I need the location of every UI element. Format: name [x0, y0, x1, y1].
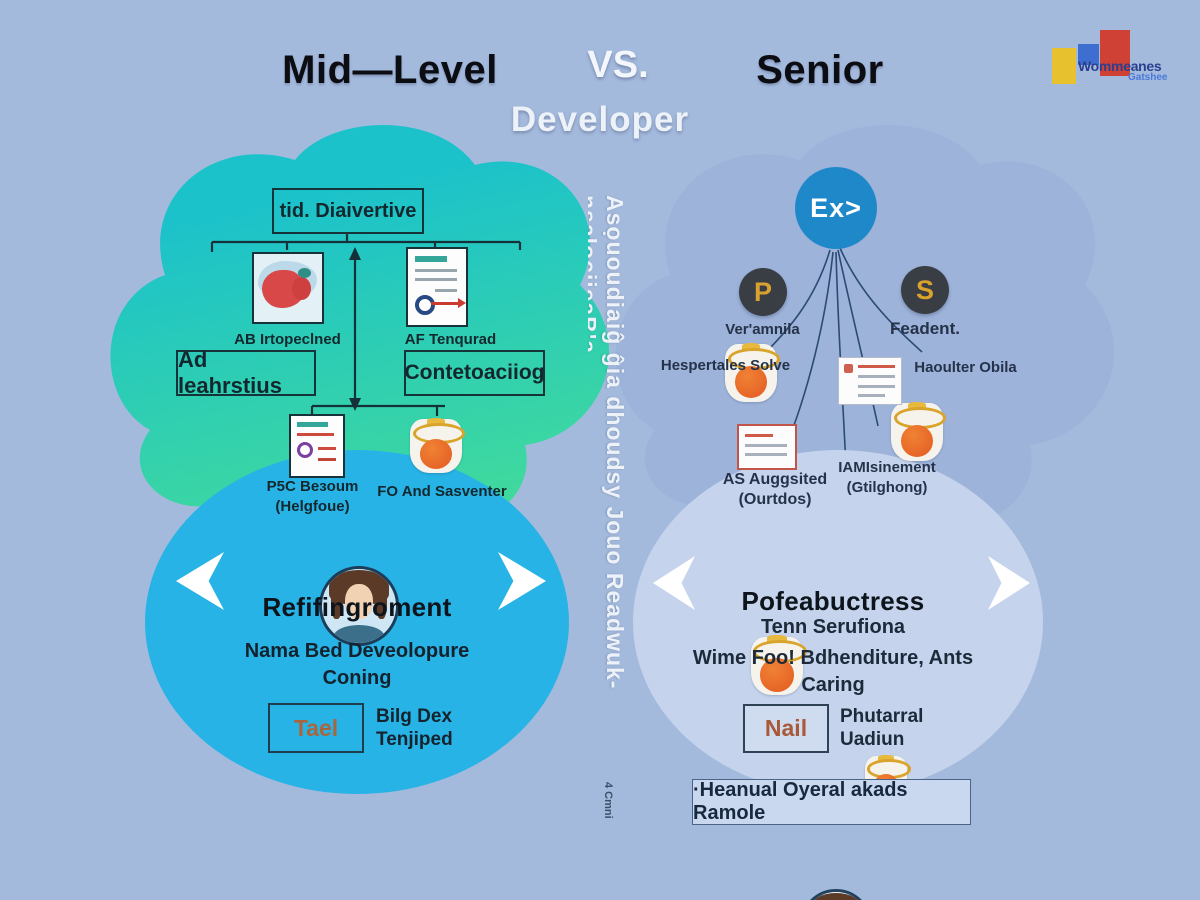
- right-tag-box: Nail: [743, 704, 829, 753]
- left-box1: Ad leahrstius: [176, 347, 316, 398]
- left-icon3-label-line1: P5C Beзoum: [266, 478, 359, 495]
- brain-icon: [252, 252, 324, 324]
- title-vs: VS.: [587, 44, 649, 86]
- left-root-box: tid. Diaivertive: [272, 188, 424, 234]
- brand-logo: Wommeanes Gatshee: [1045, 28, 1195, 90]
- right-panel-desc2: Caring: [801, 674, 865, 696]
- right-panel-subtitle: Tenn Serufiona: [760, 616, 906, 638]
- title-mid-level: Mid—Level: [282, 48, 498, 92]
- right-s-label: Feadent.: [890, 319, 960, 338]
- right-icon-b-label2: (Gtilghong): [846, 479, 928, 496]
- right-tag-caption1: Phutarral: [840, 706, 924, 727]
- right-panel-shape: [633, 450, 1043, 794]
- right-icon-a-label2: (Ourtdos): [738, 491, 812, 508]
- right-p-label: Ver'amnila: [725, 321, 800, 338]
- left-icon4-label: FO And Sasventer: [377, 483, 507, 500]
- left-tag-caption1: Bilg Dex: [376, 706, 453, 727]
- right-icon-a-label1: AS Auggsited: [722, 471, 828, 488]
- avatar-mid-level: [319, 566, 399, 646]
- right-footer-box: ·Heanual Oyeral akads Ramole: [692, 779, 971, 825]
- trophy-icon-right: [888, 401, 947, 463]
- left-panel-desc1: Nama Bed Deveolopure: [244, 640, 470, 662]
- left-panel-desc2: Coning: [322, 667, 392, 689]
- document-checklist-icon: [406, 247, 468, 327]
- left-icon1-label: AB Irtopeclned: [234, 331, 341, 348]
- trophy-icon-left: [722, 342, 781, 404]
- left-box2: Contetoaciiog: [404, 350, 545, 396]
- right-panel-title: Pofeabuctress: [741, 586, 925, 616]
- left-tag-caption2: Tenjiped: [376, 729, 453, 750]
- logo-text: Wommeanes: [1078, 58, 1162, 74]
- left-icon3-label: P5C Beзoum (Helgfoue): [240, 477, 385, 516]
- center-vertical-small-text: 4 Cmni: [602, 782, 614, 819]
- left-cloud-shape: [110, 125, 610, 550]
- title-senior: Senior: [756, 48, 884, 92]
- experience-badge: Ex>: [789, 161, 883, 255]
- document-report-icon: [289, 414, 345, 478]
- logo-yellow-square: [1052, 48, 1076, 84]
- logo-blue-square: [1078, 44, 1099, 65]
- right-icon-b-label1: IAMIsinement: [838, 459, 936, 476]
- title-developer: Developer: [510, 100, 690, 139]
- note-card-icon: [838, 357, 902, 405]
- ticket-card-icon: [737, 424, 797, 470]
- left-panel-title: Refifingroment: [262, 592, 452, 622]
- right-p-sublabel: Hespertales Solve: [660, 357, 791, 374]
- trophy-icon-mid: [747, 634, 807, 698]
- logo-red-square: [1100, 30, 1130, 76]
- center-vertical-text: Asọuoudiaiĝ ĝia dhoudsy Jouo Readwuk- ns…: [588, 195, 628, 690]
- right-tag-caption2: Uadiun: [840, 729, 905, 750]
- left-icon3-label-line2: (Helgfoue): [275, 497, 350, 515]
- trophy-icon: [407, 417, 466, 475]
- logo-subtext: Gatshee: [1128, 72, 1168, 83]
- medal-p-icon: P: [739, 268, 787, 316]
- right-panel-desc1: Wime Foo! Bdhenditure, Ants: [692, 647, 974, 669]
- left-connector-lines: [210, 232, 522, 416]
- medal-s-icon: S: [901, 266, 949, 314]
- left-icon2-label: AF Tenqurad: [404, 331, 497, 348]
- right-s-sublabel: Haoulter Obila: [914, 359, 1017, 376]
- left-tag-box: Tael: [268, 703, 364, 753]
